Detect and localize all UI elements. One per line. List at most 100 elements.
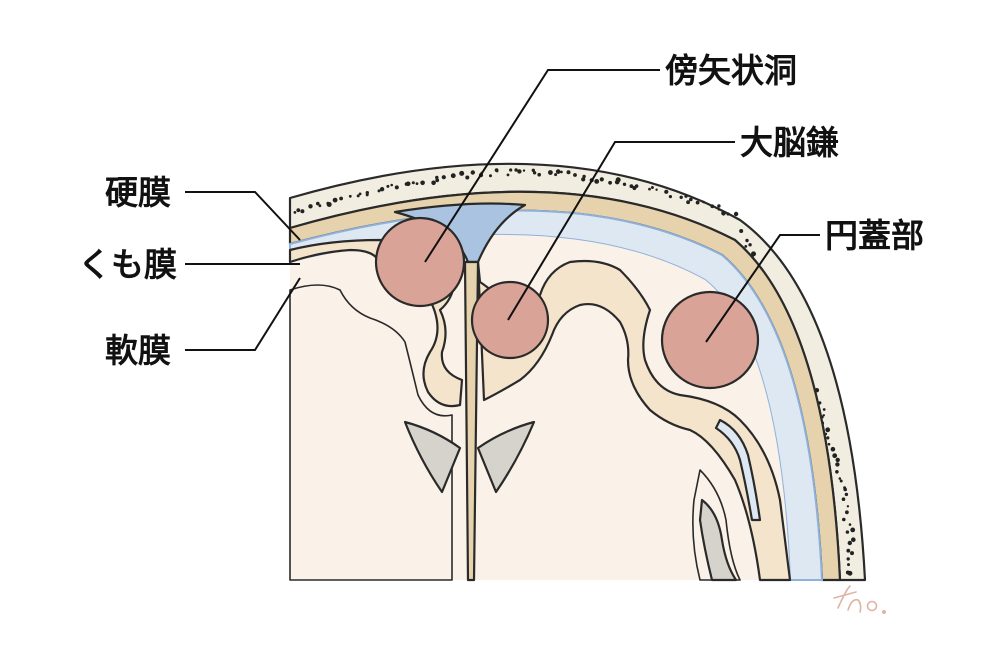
diploe-dot xyxy=(339,196,343,201)
diploe-dot xyxy=(664,189,669,194)
diploe-dot xyxy=(548,170,553,175)
diploe-dot xyxy=(835,470,839,474)
diploe-dot xyxy=(717,208,721,211)
diploe-dot xyxy=(599,177,604,182)
diploe-dot xyxy=(839,479,843,483)
diploe-dot xyxy=(726,212,730,216)
diploe-dot xyxy=(405,181,411,187)
diploe-dot xyxy=(566,170,571,175)
diploe-dot xyxy=(415,182,419,186)
diploe-dot xyxy=(751,251,756,257)
diploe-dot xyxy=(668,195,673,199)
diploe-dot xyxy=(851,537,856,542)
diploe-dot xyxy=(717,204,721,208)
label-dura: 硬膜 xyxy=(105,173,171,212)
diploe-dot xyxy=(517,169,522,174)
diploe-dot xyxy=(532,171,537,175)
diploe-dot xyxy=(581,177,586,182)
diploe-dot xyxy=(377,189,381,193)
meningioma-falx xyxy=(470,280,550,360)
diploe-dot xyxy=(850,551,854,556)
diploe-dot xyxy=(615,177,621,183)
diploe-dot xyxy=(841,497,846,502)
diploe-dot xyxy=(420,180,425,186)
diploe-dot xyxy=(470,170,475,175)
diploe-dot xyxy=(394,185,399,190)
diploe-dot xyxy=(844,492,849,497)
label-convexity: 円蓋部 xyxy=(825,216,924,255)
diploe-dot xyxy=(332,197,338,203)
diploe-dot xyxy=(846,557,850,561)
diploe-dot xyxy=(847,570,853,576)
diploe-dot xyxy=(686,200,690,205)
ventricle-right-medial xyxy=(476,420,536,494)
label-pia: 軟膜 xyxy=(105,331,171,370)
diploe-dot xyxy=(830,446,836,452)
diploe-dot xyxy=(431,180,436,186)
diploe-dot xyxy=(358,192,362,196)
diploe-dot xyxy=(744,245,748,248)
diploe-dot xyxy=(835,457,840,463)
diploe-dot xyxy=(845,530,850,534)
diploe-dot xyxy=(555,169,561,174)
diploe-dot xyxy=(318,204,322,208)
diploe-dot xyxy=(608,180,612,185)
artist-signature xyxy=(833,585,886,614)
diploe-dot xyxy=(710,204,715,209)
label-falx: 大脳鎌 xyxy=(740,123,839,162)
diploe-dot xyxy=(296,208,301,213)
diploe-dot xyxy=(560,170,563,174)
diploe-dot xyxy=(739,229,744,233)
leader-falx xyxy=(507,141,735,321)
diploe-dot xyxy=(435,178,440,183)
diploe-dot xyxy=(846,505,850,508)
diploe-dot xyxy=(365,191,369,195)
diploe-dot xyxy=(689,197,693,202)
diploe-dot xyxy=(411,181,415,185)
diploe-dot xyxy=(655,188,658,191)
diploe-dot xyxy=(634,184,639,188)
diploe-dot xyxy=(300,209,305,214)
cortex-right xyxy=(476,259,792,582)
diploe-dot xyxy=(825,427,831,433)
diploe-dot xyxy=(748,243,752,247)
diploe-dot xyxy=(622,182,627,186)
meningioma-parasagittal xyxy=(374,216,466,308)
diploe-dot xyxy=(293,211,297,214)
leader-dura xyxy=(185,191,301,241)
diploe-dot xyxy=(316,201,320,206)
diploe-dot xyxy=(845,510,849,515)
diploe-dot xyxy=(733,211,739,217)
diploe-dot xyxy=(847,540,852,546)
diploe-dot xyxy=(537,172,541,177)
meningioma-convexity xyxy=(660,290,760,390)
diploe-dot xyxy=(573,173,577,177)
ventricle-right xyxy=(698,498,738,582)
sulcus-right xyxy=(714,418,762,522)
diploe-dot xyxy=(702,200,705,204)
diploe-dot xyxy=(629,184,634,189)
diploe-dot xyxy=(846,548,851,553)
diploe-dot xyxy=(648,187,651,191)
diploe-dot xyxy=(848,523,852,526)
diploe-dot xyxy=(850,527,856,533)
diploe-dot xyxy=(514,168,518,172)
diploe-dot xyxy=(441,175,446,180)
diploe-dot xyxy=(835,462,840,467)
diploe-dot xyxy=(379,187,385,192)
diploe-dot xyxy=(832,453,838,459)
diploe-dot xyxy=(489,174,492,178)
label-arachnoid: くも膜 xyxy=(78,245,177,284)
diploe-dot xyxy=(827,442,831,446)
diploe-dot xyxy=(838,477,842,480)
diploe-dot xyxy=(465,175,470,180)
diploe-dot xyxy=(721,211,726,216)
diploe-dot xyxy=(390,183,394,187)
diploe-dot xyxy=(365,193,369,197)
diploe-dot xyxy=(506,173,510,177)
diploe-dot xyxy=(348,194,352,198)
diploe-dot xyxy=(679,195,683,199)
leader-sagittal-sinus-side xyxy=(424,69,660,263)
diploe-dot xyxy=(594,179,600,184)
diploe-dot xyxy=(326,202,332,207)
